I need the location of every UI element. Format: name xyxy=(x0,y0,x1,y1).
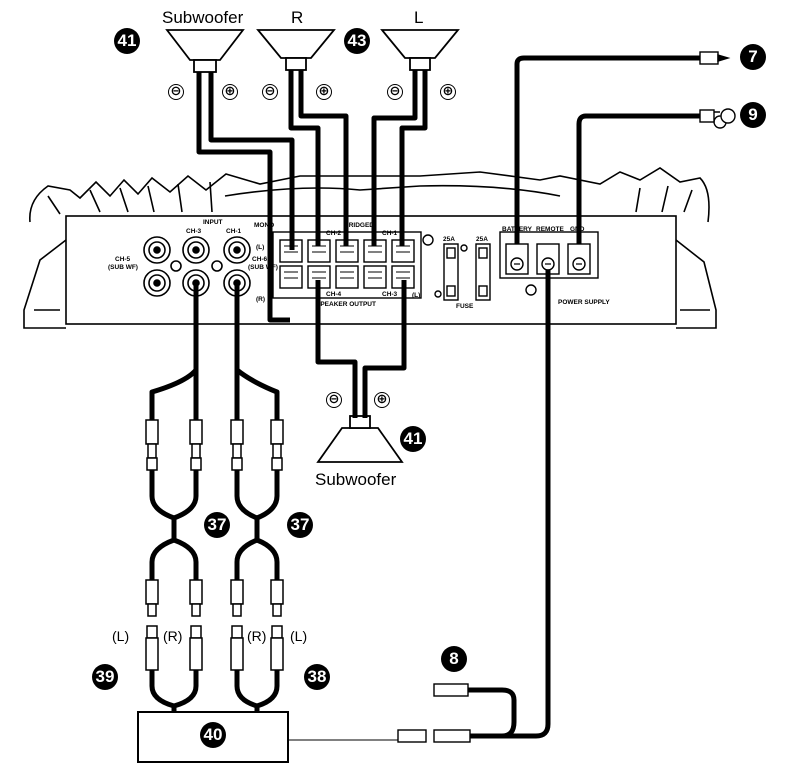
fuse-25a-label-1: 25A xyxy=(443,236,455,243)
input-label: INPUT xyxy=(203,219,223,226)
speaker-cones xyxy=(165,29,460,463)
callout-7: 7 xyxy=(740,44,766,70)
plus-icon: ⊕ xyxy=(374,392,390,408)
fuse-25a-label-2: 25A xyxy=(476,236,488,243)
rca-plugs xyxy=(145,419,284,671)
callout-9: 9 xyxy=(740,102,766,128)
rca-cables xyxy=(149,286,280,714)
ch3-label: CH-3 xyxy=(186,228,202,235)
speaker-terminal-block xyxy=(272,231,434,299)
ch1-out-label: CH-1 xyxy=(382,230,398,237)
left-speaker-label: L xyxy=(414,8,424,27)
callout-41: 41 xyxy=(114,28,140,54)
mono-label: MONO xyxy=(254,222,275,229)
subwoofer-top-label: Subwoofer xyxy=(162,8,244,27)
bridged-label: BRIDGED xyxy=(344,222,374,229)
r-mark-label: (R) xyxy=(256,296,266,303)
rca-l-left-label: (L) xyxy=(112,628,130,644)
amplifier-heatsink xyxy=(23,167,717,329)
minus-icon: ⊖ xyxy=(262,84,278,100)
plus-icon: ⊕ xyxy=(316,84,332,100)
ch2-out-label: CH-2 xyxy=(326,230,342,237)
power-supply-label: POWER SUPPLY xyxy=(558,299,610,306)
callout-38: 38 xyxy=(304,664,330,690)
callout-39: 39 xyxy=(92,664,118,690)
right-speaker-label: R xyxy=(291,8,304,27)
callout-43: 43 xyxy=(344,28,370,54)
rca-r-right-label: (R) xyxy=(247,628,267,644)
power-terminal-block xyxy=(499,231,599,296)
minus-icon: ⊖ xyxy=(326,392,342,408)
remote-label: REMOTE xyxy=(536,226,564,233)
ch5-label: CH-5 xyxy=(115,256,131,263)
ch1-label: CH-1 xyxy=(226,228,242,235)
rca-input-jacks xyxy=(143,236,251,297)
rca-l-right-label: (L) xyxy=(290,628,308,644)
minus-icon: ⊖ xyxy=(387,84,403,100)
callout-8: 8 xyxy=(441,646,467,672)
plus-icon: ⊕ xyxy=(440,84,456,100)
subwf2-label: (SUB WF) xyxy=(248,264,278,271)
ch6-label: CH-6 xyxy=(252,256,268,263)
l-mark-label: (L) xyxy=(256,244,265,251)
plus-icon: ⊕ xyxy=(222,84,238,100)
battery-label: BATTERY xyxy=(502,226,532,233)
fuse-label: FUSE xyxy=(456,303,474,310)
speaker-output-label: SPEAKER OUTPUT xyxy=(316,301,376,308)
minus-icon: ⊖ xyxy=(168,84,184,100)
fuses xyxy=(434,243,491,301)
head-unit xyxy=(137,711,398,763)
l-bottom-label: (L) xyxy=(412,292,421,299)
power-connectors xyxy=(397,51,736,743)
subwf-label: (SUB WF) xyxy=(108,264,138,271)
rca-r-left-label: (R) xyxy=(163,628,183,644)
ch3-out-label: CH-3 xyxy=(382,291,398,298)
callout-40: 40 xyxy=(200,722,226,748)
callout-41b: 41 xyxy=(400,426,426,452)
gnd-label: GND xyxy=(570,226,585,233)
callout-37a: 37 xyxy=(204,512,230,538)
subwoofer-bottom-label: Subwoofer xyxy=(315,470,397,489)
ch4-out-label: CH-4 xyxy=(326,291,342,298)
callout-37b: 37 xyxy=(287,512,313,538)
speaker-wires xyxy=(196,55,702,739)
